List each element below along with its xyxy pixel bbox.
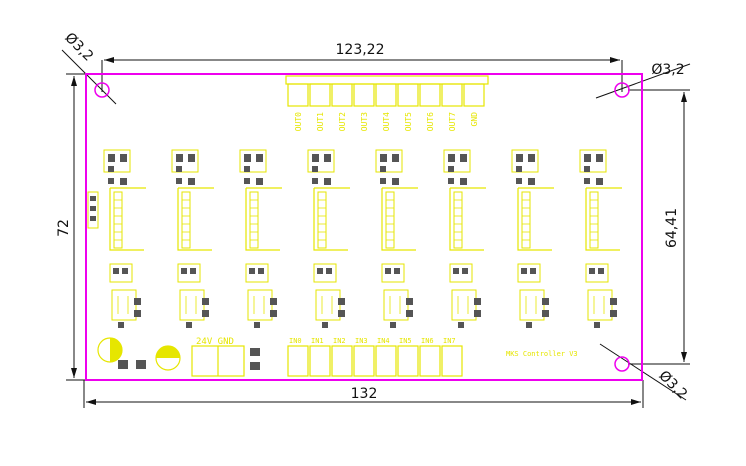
output-connector: OUT0 OUT1 OUT2 OUT3 OUT4 OUT5 OUT6 OUT7 GND [285, 75, 489, 131]
output-connector-rail [285, 75, 489, 85]
input-terminal-label: IN2 [333, 337, 346, 345]
dim-width-top: 123,22 [336, 42, 385, 58]
capacitors [97, 337, 260, 371]
dim-hole-top-left: Ø3,2 [61, 30, 96, 65]
dim-hole-top-right: Ø3,2 [651, 62, 684, 78]
output-terminal-label: OUT2 [338, 112, 347, 131]
output-terminal [331, 83, 353, 107]
output-terminal [397, 83, 419, 107]
relay-channel [443, 149, 486, 328]
input-terminal [441, 345, 463, 377]
input-terminal [397, 345, 419, 377]
input-terminal-label: IN3 [355, 337, 368, 345]
relay-channels [103, 149, 622, 328]
board-name: MKS Controller V3 [506, 350, 578, 358]
input-terminal-label: IN1 [311, 337, 324, 345]
input-terminal [375, 345, 397, 377]
output-terminal [441, 83, 463, 107]
output-terminal [419, 83, 441, 107]
mounting-holes [94, 82, 630, 372]
output-terminal-label: OUT7 [448, 112, 457, 131]
output-terminal-label: OUT3 [360, 112, 369, 131]
relay-channel [239, 149, 282, 328]
input-terminal [353, 345, 375, 377]
input-terminal [287, 345, 309, 377]
output-terminal [309, 83, 331, 107]
relay-channel [579, 149, 622, 328]
input-terminal-label: IN0 [289, 337, 302, 345]
output-terminal-label: OUT0 [294, 112, 303, 131]
relay-channel [103, 149, 146, 328]
output-terminal [375, 83, 397, 107]
input-terminal [419, 345, 441, 377]
input-connector: IN0 IN1 IN2 IN3 IN4 IN5 IN6 IN7 [287, 337, 463, 377]
input-terminal-label: IN5 [399, 337, 412, 345]
power-connector-label: 24V GND [196, 337, 234, 347]
output-terminal-label: GND [470, 112, 479, 127]
input-terminal-label: IN6 [421, 337, 434, 345]
output-terminal-label: OUT5 [404, 112, 413, 131]
relay-channel [171, 149, 214, 328]
output-terminal-label: OUT4 [382, 112, 391, 131]
output-terminal [287, 83, 309, 107]
dim-height-left: 72 [56, 219, 72, 237]
relay-channel [375, 149, 418, 328]
relay-channel [511, 149, 554, 328]
input-terminal-label: IN7 [443, 337, 456, 345]
output-terminal-label: OUT6 [426, 112, 435, 131]
input-terminal [309, 345, 331, 377]
board-outline [85, 73, 643, 381]
power-connector [191, 345, 245, 377]
output-terminal [353, 83, 375, 107]
output-terminal [463, 83, 485, 107]
input-terminal [331, 345, 353, 377]
side-header [87, 191, 99, 229]
input-terminal-label: IN4 [377, 337, 390, 345]
relay-channel [307, 149, 350, 328]
dim-hole-bottom-right: Ø3,2 [655, 368, 690, 403]
dim-width-bottom: 132 [351, 386, 378, 402]
output-terminal-label: OUT1 [316, 112, 325, 131]
dim-height-right: 64,41 [664, 208, 680, 248]
